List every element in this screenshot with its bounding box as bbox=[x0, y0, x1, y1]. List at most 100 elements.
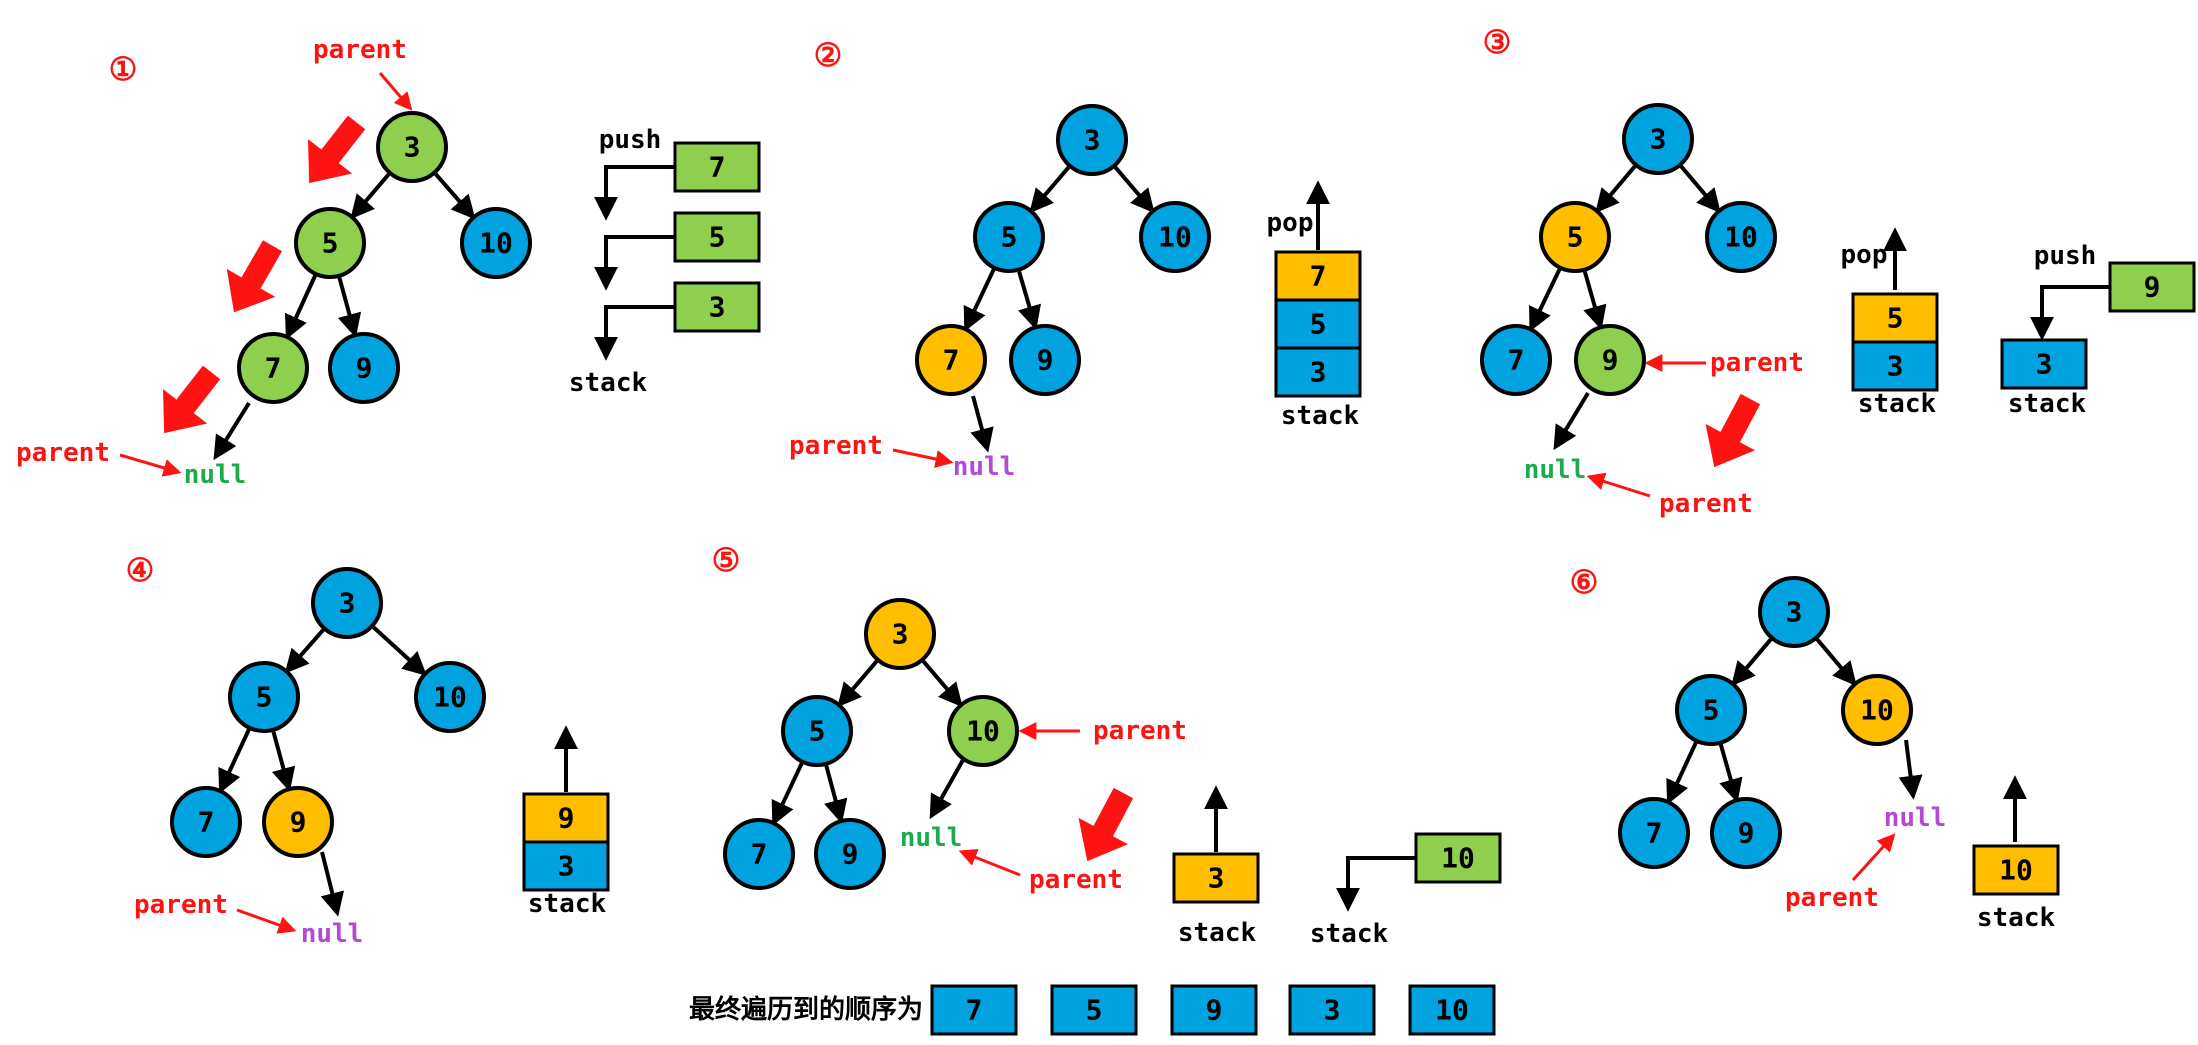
tree-node-10-label: 10 bbox=[966, 715, 1000, 748]
tree-node-7-label: 7 bbox=[198, 806, 215, 839]
tree-node-10 bbox=[947, 695, 1019, 767]
tree-node-9 bbox=[262, 786, 334, 858]
stack-item-box bbox=[1274, 298, 1362, 350]
null-label: null bbox=[301, 919, 364, 949]
stack-item-box-label: 3 bbox=[558, 850, 575, 883]
push-label: push bbox=[599, 125, 662, 155]
pushed-node-box bbox=[673, 211, 761, 263]
tree-node-5-label: 5 bbox=[809, 715, 826, 748]
push-arrow bbox=[1336, 856, 1416, 912]
pushed-node-box bbox=[2108, 261, 2196, 313]
edge-5-7 bbox=[218, 728, 251, 794]
parent-label: parent bbox=[1029, 865, 1123, 895]
stack-label: stack bbox=[528, 889, 607, 919]
tree-node-5 bbox=[294, 207, 366, 279]
stack-item-box bbox=[1972, 844, 2060, 896]
pushed-node-box-label: 10 bbox=[1441, 842, 1475, 875]
edge-5-9 bbox=[271, 731, 296, 792]
tree-node-3 bbox=[376, 111, 448, 183]
parent-pointer bbox=[236, 908, 297, 934]
edge-5-7 bbox=[1529, 268, 1562, 332]
tree-node-3 bbox=[1758, 576, 1830, 648]
tree-node-7 bbox=[915, 324, 987, 396]
tree-node-3 bbox=[1622, 103, 1694, 175]
result-sequence-box-label: 3 bbox=[1324, 994, 1341, 1027]
tree-node-5 bbox=[1539, 201, 1611, 273]
tree-node-7 bbox=[237, 332, 309, 404]
result-sequence-box-label: 10 bbox=[1435, 994, 1469, 1027]
push-arrow bbox=[594, 235, 675, 291]
stack-item-box-label: 3 bbox=[2036, 348, 2053, 381]
stack-label: stack bbox=[2008, 389, 2087, 419]
tree-node-10 bbox=[460, 207, 532, 279]
tree-node-9 bbox=[1009, 324, 1081, 396]
pushed-node-box bbox=[673, 281, 761, 333]
stack-item-box bbox=[522, 792, 610, 844]
move-down-arrow-shape bbox=[1705, 393, 1761, 468]
tree-node-7-label: 7 bbox=[1646, 817, 1663, 850]
tree-node-5-label: 5 bbox=[1703, 694, 1720, 727]
edge-3-10 bbox=[921, 660, 963, 708]
parent-pointer bbox=[378, 72, 413, 111]
null-label: null bbox=[953, 452, 1016, 482]
edge-3-5 bbox=[350, 173, 391, 220]
stack-item-box bbox=[1274, 346, 1362, 398]
pushed-node-box-label: 9 bbox=[2144, 271, 2161, 304]
edge-5-9 bbox=[1582, 271, 1607, 330]
tree-node-3-label: 3 bbox=[339, 587, 356, 620]
tree-node-9 bbox=[814, 818, 886, 890]
tree-node-5 bbox=[1675, 674, 1747, 746]
edge-9-null bbox=[320, 851, 344, 917]
tree-node-3-label: 3 bbox=[404, 131, 421, 164]
parent-pointer bbox=[1851, 833, 1896, 882]
move-left-arrow bbox=[308, 115, 366, 184]
push-arrow bbox=[594, 165, 675, 221]
edge-5-7 bbox=[771, 762, 804, 826]
tree-node-3-label: 3 bbox=[1786, 596, 1803, 629]
tree-node-9-label: 9 bbox=[1738, 817, 1755, 850]
edge-3-5 bbox=[1595, 165, 1637, 214]
push-arrow bbox=[594, 305, 675, 361]
step-6-marker: ⑥ bbox=[1570, 563, 1599, 601]
tree-node-7 bbox=[170, 786, 242, 858]
step-1-marker: ① bbox=[109, 50, 138, 88]
parent-label: parent bbox=[1093, 716, 1187, 746]
tree-node-9-label: 9 bbox=[356, 352, 373, 385]
stack-item-box-label: 5 bbox=[1310, 308, 1327, 341]
tree-node-10 bbox=[1139, 201, 1211, 273]
move-left-arrow bbox=[226, 240, 283, 313]
edge-5-7 bbox=[1666, 741, 1698, 805]
tree-node-5-label: 5 bbox=[1001, 221, 1018, 254]
move-left-arrow-shape bbox=[226, 240, 283, 313]
edge-5-9 bbox=[824, 765, 848, 824]
move-left-arrow bbox=[163, 365, 221, 434]
edge-3-10 bbox=[1113, 166, 1155, 214]
parent-label: parent bbox=[134, 890, 228, 920]
result-sequence-box bbox=[1050, 984, 1138, 1036]
step-5-marker: ⑤ bbox=[712, 541, 741, 579]
stack-item-box bbox=[1172, 852, 1260, 904]
parent-pointer bbox=[892, 448, 954, 468]
edge-3-10 bbox=[372, 625, 427, 676]
parent-label: parent bbox=[1659, 489, 1753, 519]
pushed-node-box-label: 3 bbox=[709, 291, 726, 324]
tree-node-3-label: 3 bbox=[892, 618, 909, 651]
tree-node-9-label: 9 bbox=[1602, 344, 1619, 377]
null-label: null bbox=[1524, 455, 1587, 485]
tree-node-5 bbox=[973, 201, 1045, 273]
result-sequence-box-label: 9 bbox=[1206, 994, 1223, 1027]
result-sequence-box-label: 7 bbox=[966, 994, 983, 1027]
edge-5-7 bbox=[963, 268, 996, 332]
push-label: push bbox=[2034, 241, 2097, 271]
tree-node-3 bbox=[311, 567, 383, 639]
tree-node-10-label: 10 bbox=[1724, 221, 1758, 254]
edge-3-5 bbox=[837, 660, 879, 708]
edge-3-10 bbox=[1815, 638, 1857, 687]
stack-item-box-label: 7 bbox=[1310, 260, 1327, 293]
tree-node-9-label: 9 bbox=[842, 838, 859, 871]
tree-node-3 bbox=[1056, 104, 1128, 176]
null-label: null bbox=[184, 460, 247, 490]
parent-label: parent bbox=[16, 438, 110, 468]
tree-node-7-label: 7 bbox=[943, 344, 960, 377]
